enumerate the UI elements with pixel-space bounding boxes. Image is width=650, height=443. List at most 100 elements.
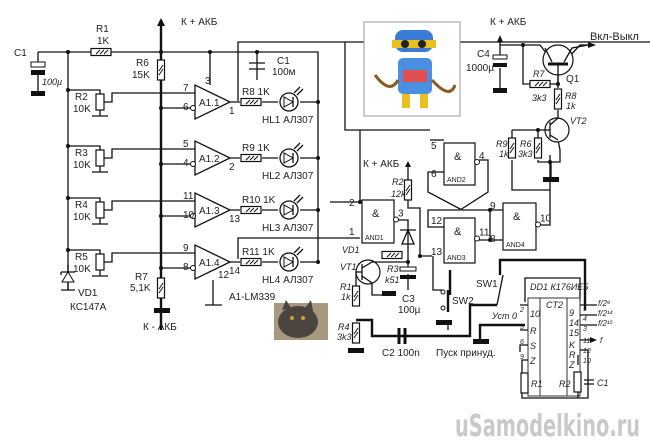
q1-transistor [542, 42, 596, 84]
plus-label-right: К + АКБ [490, 17, 527, 28]
potentiometer [95, 93, 105, 111]
q1-label: Q1 [566, 74, 580, 85]
r6-value: 15K [132, 70, 150, 81]
on-off-label: Вкл-Выкл [590, 31, 639, 43]
counter-right-pin-num: 11 [583, 338, 590, 345]
r1-logic-value: 1k [341, 292, 351, 302]
counter-left-pin-label: Z [529, 356, 536, 366]
c2-capacitor [397, 328, 407, 344]
pot-value: 10K [73, 104, 91, 115]
counter-output-label: f [600, 336, 603, 345]
counter-right-pin-label: K [569, 340, 576, 350]
r9-output-value: 1k [499, 149, 509, 159]
counter-left-pin-num: 9 [520, 354, 524, 361]
opamp-name: A1.3 [199, 206, 220, 217]
gate-pin: 11 [479, 228, 490, 239]
counter-chip-dd1 [519, 277, 597, 399]
pin-minus: 8 [183, 262, 189, 273]
counter-c1-capacitor [584, 379, 594, 385]
potentiometer [95, 253, 105, 271]
gate-pin: 4 [479, 151, 485, 162]
led-icon [279, 142, 304, 168]
counter-r1-resistor [520, 372, 529, 394]
comparator-triangle [194, 191, 232, 229]
gate-pin: 3 [398, 209, 404, 220]
opamp-name: A1.4 [199, 258, 220, 269]
pin-plus: 7 [183, 83, 189, 94]
led-label: HL3 АЛ307 [262, 223, 314, 234]
c1-right-label: C1 [277, 56, 290, 67]
c1-left-label: C1 [14, 48, 27, 59]
r8-output-label: R8 [565, 91, 577, 101]
plus-label-left: К + АКБ [181, 17, 218, 28]
r7-output-value: 3k3 [532, 93, 547, 103]
pot-value: 10K [73, 264, 91, 275]
led-label: HL1 АЛ307 [262, 115, 314, 126]
led-icon [279, 86, 304, 112]
robot-picture [363, 21, 461, 117]
c3-label: C3 [402, 294, 415, 305]
gate-symbol: & [513, 211, 521, 223]
pin-minus: 10 [183, 210, 195, 221]
c4-value: 1000µ [466, 63, 494, 74]
vt1-transistor [355, 259, 388, 296]
reset-label: Уст 0 [491, 311, 517, 321]
pot-label: R2 [75, 92, 88, 103]
comparator-triangle [194, 83, 232, 121]
r7-resistor [156, 277, 166, 299]
minus-label: К - АКБ [143, 322, 177, 333]
r2-12k-resistor [403, 179, 413, 201]
chip-label: A1-LM339 [229, 292, 276, 303]
counter-type: CT2 [546, 300, 563, 310]
ground-symbol [348, 348, 364, 353]
counter-left-pin-num: 3 [520, 324, 524, 331]
res-label: R10 1K [242, 195, 276, 206]
sw2-label: SW2 [452, 296, 474, 307]
gate-pin: 6 [431, 169, 437, 180]
comparator-triangle [194, 243, 232, 281]
ground-symbol [493, 88, 507, 93]
pin-out: 13 [229, 214, 241, 225]
ground-symbol [543, 177, 559, 182]
gate-name: AND2 [447, 177, 466, 184]
gate-symbol: & [454, 151, 462, 163]
counter-right-pin-label: 15 [569, 328, 580, 338]
counter-output-label: f/2⁹ [598, 299, 611, 308]
r9-output-resistor [507, 137, 517, 159]
counter-left-pin-label: S [530, 341, 536, 351]
sw2-switch[interactable] [436, 289, 452, 325]
r6-output-resistor [533, 137, 543, 159]
comparator-triangle [194, 139, 232, 177]
led-icon [279, 194, 304, 220]
opamp-gnd-pin: 12 [218, 270, 230, 281]
pin-minus: 4 [183, 158, 189, 169]
pin-minus: 6 [183, 102, 189, 113]
led-label: HL2 АЛ307 [262, 171, 314, 182]
r3-label: R3 [387, 264, 399, 274]
opamp-name: A1.1 [199, 98, 220, 109]
r1-logic-label: R1 [340, 282, 352, 292]
counter-left-pin-num: 2 [519, 307, 524, 314]
c4-capacitor [492, 54, 508, 60]
counter-r2-label: R2 [559, 379, 571, 389]
led-resistor [240, 153, 262, 163]
r2-logic-label: R2 [392, 177, 404, 187]
r6-resistor [156, 59, 166, 81]
led-resistor [240, 205, 262, 215]
zener-vd1 [60, 265, 75, 291]
led-icon [279, 246, 304, 272]
r4-logic-label: R4 [338, 322, 350, 332]
res-label: R9 1K [242, 143, 270, 154]
c2-label: C2 100n [382, 348, 420, 359]
potentiometer [95, 149, 105, 167]
pot-label: R4 [75, 200, 88, 211]
vd1-label: VD1 [78, 288, 98, 299]
gate-pin: 10 [540, 214, 552, 225]
c4-label: C4 [477, 49, 490, 60]
